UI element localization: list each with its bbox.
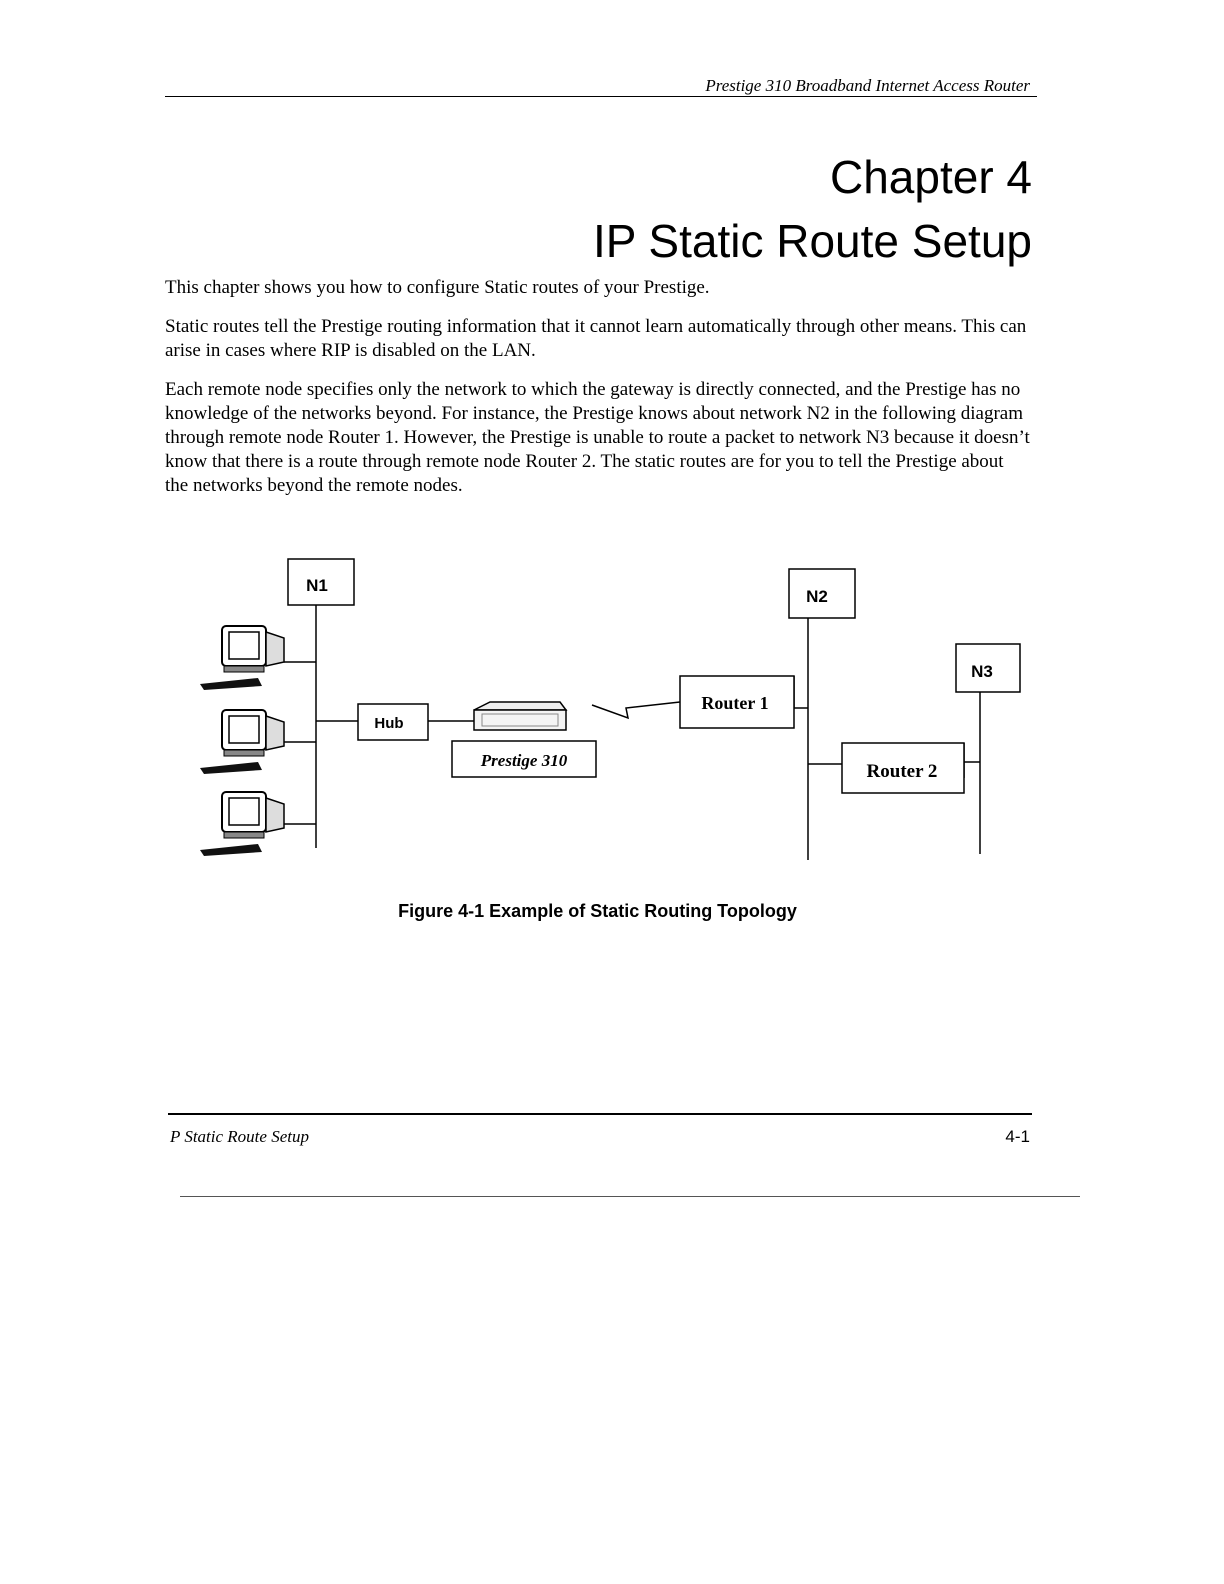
paragraph-intro: This chapter shows you how to configure …	[165, 277, 710, 298]
topology-diagram: N1 Hub Prestige 310 Router 1 N2 Router 2…	[200, 558, 1021, 860]
footer-rule	[168, 1113, 1032, 1115]
footer-section-title: P Static Route Setup	[170, 1127, 309, 1146]
router-1-node: Router 1	[679, 675, 795, 729]
prestige-device-icon	[473, 701, 568, 731]
prestige-310-label: Prestige 310	[480, 751, 568, 770]
hub-label: Hub	[374, 715, 403, 732]
running-header: Prestige 310 Broadband Internet Access R…	[705, 76, 1030, 95]
header-rule	[165, 96, 1037, 97]
bottom-rule	[180, 1196, 1080, 1197]
hub-node: Hub	[357, 703, 429, 741]
network-n3-node: N3	[955, 643, 1021, 693]
network-n1-label: N1	[306, 576, 328, 595]
chapter-number: Chapter 4	[829, 151, 1032, 203]
router-2-label: Router 2	[867, 761, 938, 782]
chapter-title: IP Static Route Setup	[593, 215, 1032, 267]
network-n2-node: N2	[788, 568, 856, 619]
prestige-310-node: Prestige 310	[451, 740, 597, 778]
network-n1-node: N1	[287, 558, 355, 606]
computer-icon	[200, 709, 285, 774]
paragraph-static-routes: Static routes tell the Prestige routing …	[165, 316, 1027, 361]
network-n2-label: N2	[806, 587, 828, 606]
page-number: 4-1	[1005, 1127, 1030, 1146]
computer-icon	[200, 625, 285, 690]
router-1-label: Router 1	[701, 693, 768, 713]
figure-caption: Figure 4-1 Example of Static Routing Top…	[398, 901, 797, 921]
paragraph-remote-nodes: Each remote node specifies only the netw…	[165, 379, 1030, 496]
router-2-node: Router 2	[841, 742, 965, 794]
computer-icon	[200, 791, 285, 856]
network-n3-label: N3	[971, 662, 993, 681]
